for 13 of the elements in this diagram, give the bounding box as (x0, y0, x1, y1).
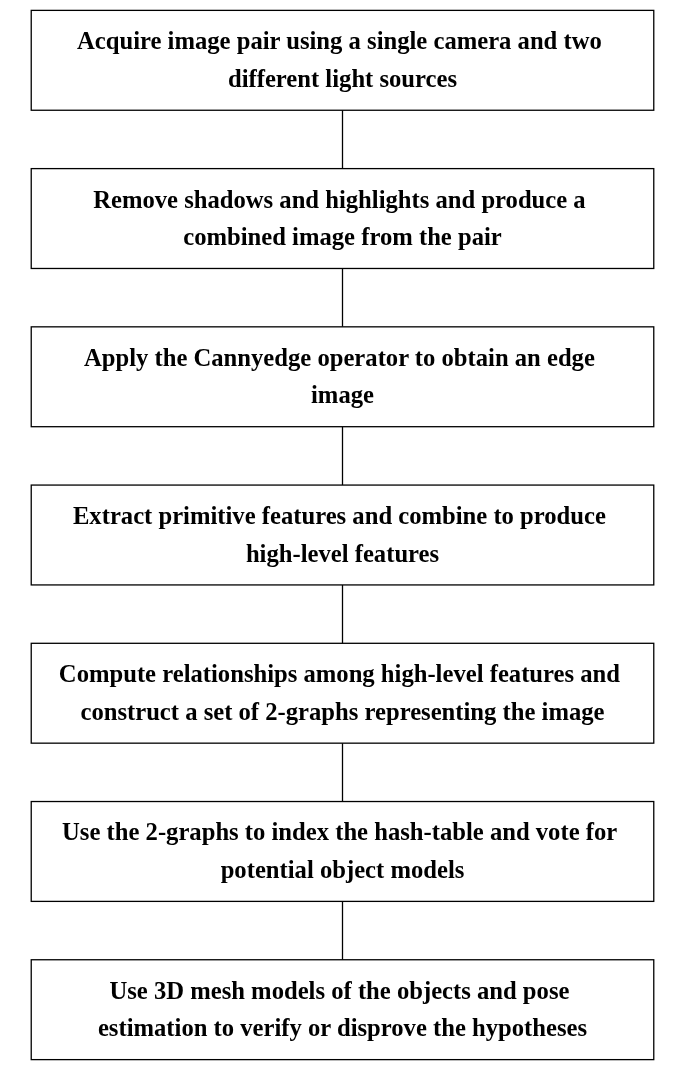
node-box: Use 3D mesh models of the objects and pose estimation to verify or disprove the hypotheses (30, 959, 655, 1061)
node-box: Extract primitive features and combine to produce high-level features (30, 484, 655, 586)
connector (341, 426, 344, 486)
connector (341, 742, 344, 803)
connector (341, 267, 344, 328)
node-box: Use the 2-graphs to index the hash-table and vote for potential object models (30, 800, 655, 903)
node-box: Remove shadows and highlights and produce a combined image from the pair (30, 167, 655, 270)
connector (341, 900, 344, 961)
node-box: Compute relationships among high-level features and construct a set of 2-graphs representing the image (30, 642, 655, 744)
node-box: Apply the Cannyedge operator to obtain an edge image (30, 326, 655, 428)
connector (341, 584, 344, 644)
node-box: Acquire image pair using a single camera and two different light sources (30, 9, 655, 111)
connector (341, 109, 344, 170)
